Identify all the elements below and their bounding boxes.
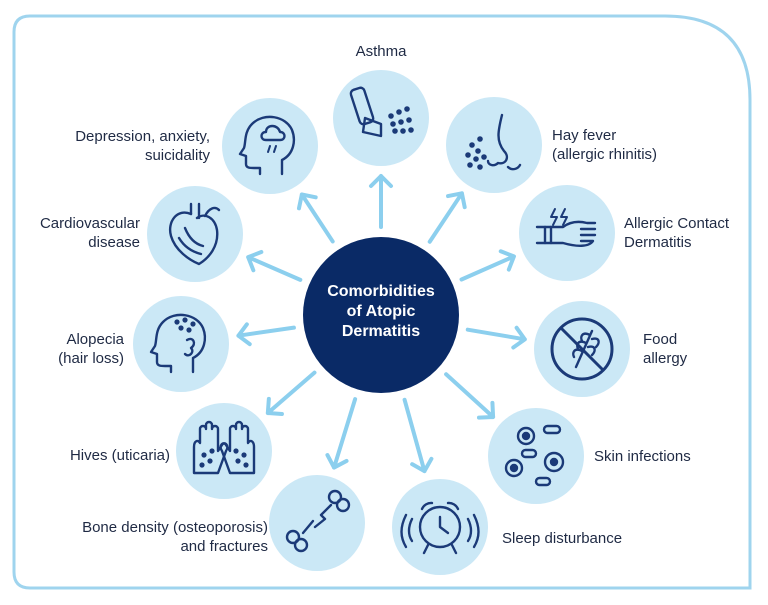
label-sleep: Sleep disturbance (502, 530, 623, 547)
label-contact-dermatitis: Allergic Contact Dermatitis (624, 215, 730, 251)
arrow-sleep (402, 397, 434, 474)
arrow-skin-infections (444, 372, 496, 420)
label-cardio: Cardiovascular disease (39, 215, 140, 251)
head-storm-icon (238, 115, 296, 176)
heart-icon (168, 202, 221, 266)
arrow-alopecia (236, 322, 296, 347)
circle-bone (269, 475, 365, 571)
label-bone: Bone density (osteoporosis) and fracture… (82, 519, 268, 555)
hands-rash-icon (192, 420, 256, 475)
head-hair-loss-icon (149, 313, 207, 374)
circle-cardio (147, 186, 243, 282)
label-asthma: Asthma (355, 43, 407, 60)
center-title: Comorbidities of Atopic Dermatitis (301, 282, 461, 342)
label-skin-infections: Skin infections (594, 448, 691, 465)
arrow-bone (325, 397, 358, 470)
arrow-hay-fever (427, 191, 467, 244)
arrow-cardio (246, 249, 303, 282)
broken-bone-icon (285, 489, 351, 553)
arrow-contact-dermatitis (459, 249, 516, 282)
circle-contact-dermatitis (519, 185, 615, 281)
no-wheat-icon (550, 317, 614, 381)
arrows-group (236, 174, 527, 474)
hand-irritation-icon (535, 208, 597, 247)
outer-frame (12, 14, 752, 590)
center-title-line-1: Comorbidities (327, 283, 435, 300)
center-title-line-3: Dermatitis (341, 323, 421, 340)
center-title-line-2: of Atopic (346, 303, 416, 320)
alarm-clock-icon (400, 501, 480, 555)
label-hives: Hives (uticaria) (69, 447, 170, 464)
circle-hay-fever (446, 97, 542, 193)
arrow-food-allergy (465, 325, 527, 350)
arrow-depression (296, 192, 335, 244)
label-depression: Depression, anxiety, suicidality (75, 128, 210, 164)
arrow-hives (265, 370, 317, 417)
nose-icon (465, 113, 522, 171)
center-circle (303, 237, 459, 393)
label-food-allergy: Food allergy (643, 331, 688, 367)
label-hay-fever: Hay fever (allergic rhinitis) (552, 127, 658, 163)
label-alopecia: Alopecia (hair loss) (58, 331, 124, 367)
germs-icon (504, 424, 565, 487)
arrow-asthma (369, 174, 393, 229)
circle-hives (176, 403, 272, 499)
circle-alopecia (133, 296, 229, 392)
inhaler-icon (349, 86, 414, 138)
circle-asthma (333, 70, 429, 166)
